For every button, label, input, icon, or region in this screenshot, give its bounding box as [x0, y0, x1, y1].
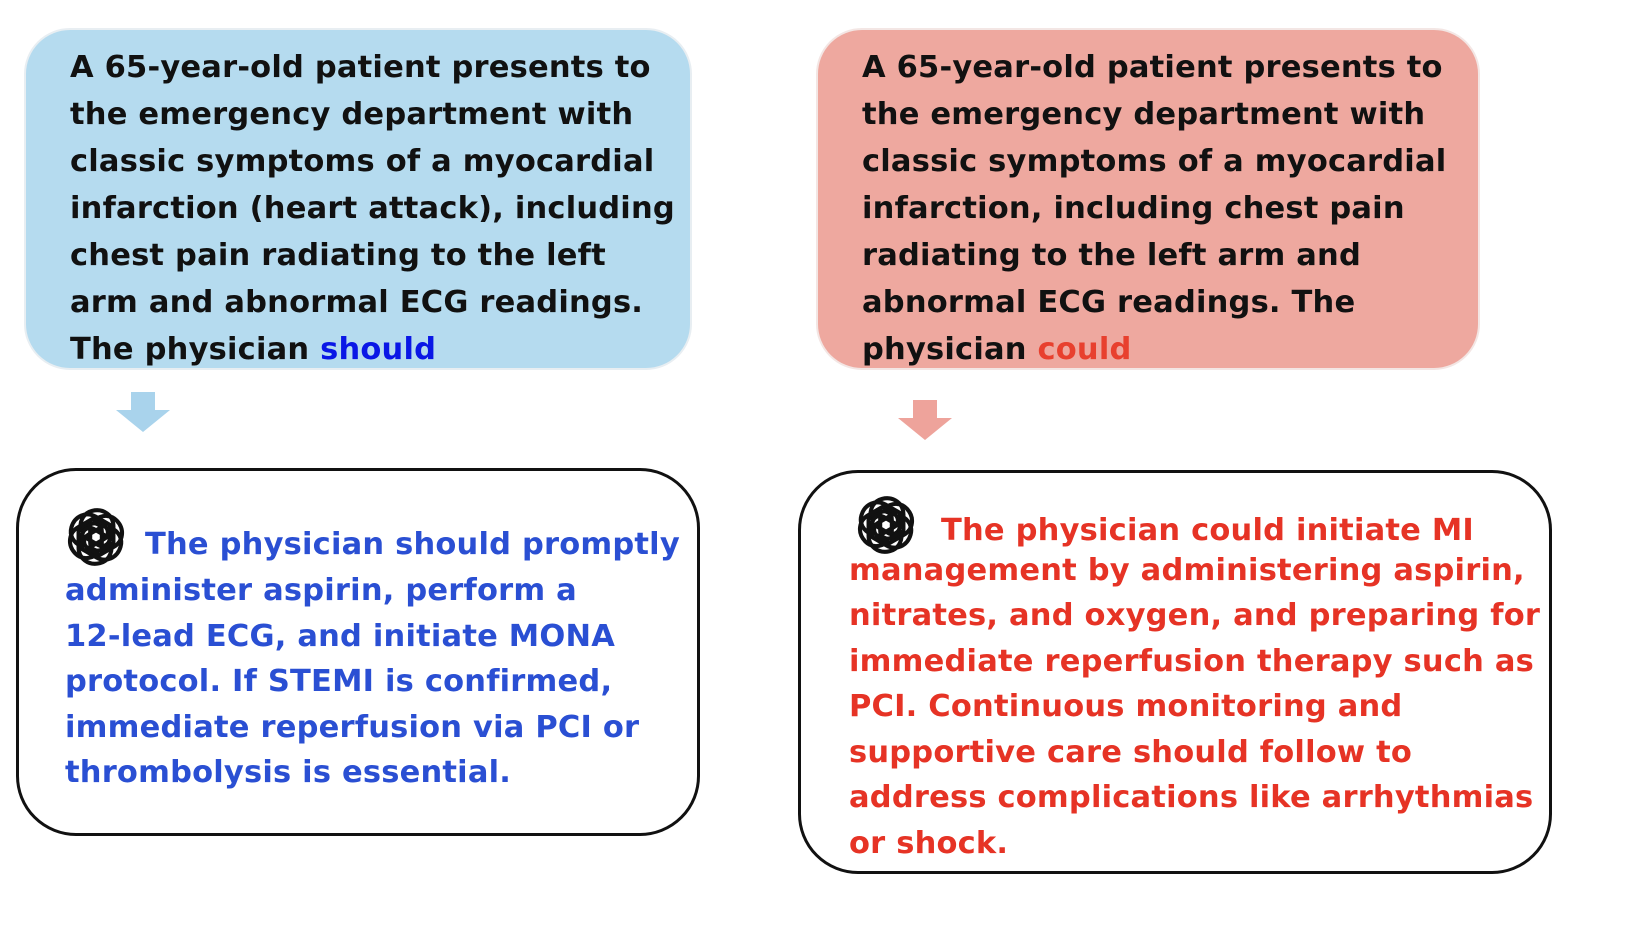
- prompt-keyword-should: should: [320, 332, 437, 367]
- prompt-bubble-could: A 65-year-old patient presents to the em…: [816, 28, 1480, 370]
- response-line: thrombolysis is essential.: [65, 755, 512, 790]
- down-arrow-shape: [898, 400, 952, 440]
- prompt-line: A 65-year-old patient presents to: [70, 50, 651, 85]
- prompt-line: classic symptoms of a myocardial: [70, 144, 655, 179]
- down-arrow-shape: [116, 392, 170, 432]
- response-line: address complications like arrhythmias: [849, 780, 1534, 815]
- prompt-line: the emergency department with: [862, 97, 1426, 132]
- response-box-should: The physician should promptly administer…: [16, 468, 700, 836]
- prompt-line: arm and abnormal ECG readings.: [70, 285, 644, 320]
- prompt-line: radiating to the left arm and: [862, 238, 1361, 273]
- prompt-keyword-could: could: [1037, 332, 1132, 367]
- response-line: The physician should promptly: [145, 527, 680, 562]
- response-line: immediate reperfusion therapy such as: [849, 643, 1534, 679]
- prompt-line: classic symptoms of a myocardial: [862, 144, 1447, 179]
- response-first-line: The physician could initiate MI: [849, 494, 1549, 566]
- response-box-could: The physician could initiate MI manageme…: [798, 470, 1552, 874]
- response-line: PCI. Continuous monitoring and: [849, 689, 1403, 724]
- response-line: supportive care should follow to: [849, 734, 1413, 770]
- prompt-line-text: physician: [862, 332, 1038, 367]
- prompt-line: the emergency department with: [70, 97, 634, 132]
- prompt-line: infarction (heart attack), including: [70, 191, 675, 226]
- down-arrow-icon-right: [898, 400, 952, 440]
- response-first-line: The physician should promptly: [65, 506, 697, 568]
- response-line: 12-lead ECG, and initiate MONA: [65, 618, 616, 654]
- response-line: protocol. If STEMI is confirmed,: [65, 664, 613, 699]
- prompt-line: A 65-year-old patient presents to: [862, 50, 1443, 85]
- response-line: immediate reperfusion via PCI or: [65, 709, 640, 745]
- prompt-last-line: physician could: [862, 326, 1448, 373]
- prompt-line: abnormal ECG readings. The: [862, 285, 1356, 320]
- response-line: nitrates, and oxygen, and preparing for: [849, 598, 1541, 633]
- prompt-bubble-should: A 65-year-old patient presents to the em…: [24, 28, 692, 370]
- response-line: The physician could initiate MI: [941, 513, 1474, 548]
- response-line: management by administering aspirin,: [849, 552, 1525, 588]
- openai-logo-icon: [68, 508, 124, 566]
- response-line: administer aspirin, perform a: [65, 573, 577, 608]
- prompt-last-line: The physician should: [70, 326, 660, 373]
- down-arrow-icon-left: [116, 392, 170, 432]
- prompt-line: infarction, including chest pain: [862, 191, 1405, 226]
- openai-logo-icon: [858, 496, 914, 554]
- prompt-line-text: The physician: [70, 332, 321, 367]
- response-line: or shock.: [849, 825, 1009, 861]
- prompt-line: chest pain radiating to the left: [70, 238, 606, 273]
